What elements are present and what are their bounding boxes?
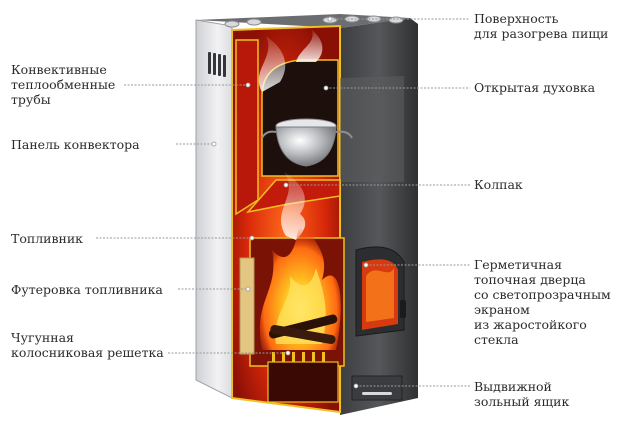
label-ash-drawer: Выдвижной зольный ящик bbox=[474, 379, 570, 409]
firebox-door bbox=[355, 246, 406, 337]
burner-icon bbox=[246, 18, 262, 26]
ash-drawer bbox=[351, 375, 403, 401]
label-convective-pipes: Конвективные теплообменные трубы bbox=[11, 62, 116, 107]
label-hood: Колпак bbox=[474, 177, 523, 192]
convective-pipes bbox=[235, 39, 259, 216]
leader-lines bbox=[96, 16, 470, 389]
label-firebox: Топливник bbox=[11, 231, 83, 246]
firebox-lining bbox=[239, 257, 255, 355]
label-cast-iron-grate: Чугунная колосниковая решетка bbox=[11, 330, 164, 360]
label-convector-panel: Панель конвектора bbox=[11, 137, 140, 152]
label-heating-surface: Поверхность для разогрева пищи bbox=[474, 11, 609, 41]
label-firebox-door: Герметичная топочная дверца со светопроз… bbox=[474, 257, 611, 347]
drawer-handle-icon bbox=[362, 392, 392, 395]
door-handle-icon bbox=[400, 300, 406, 318]
vent-slots-icon bbox=[208, 52, 226, 77]
flames bbox=[259, 214, 341, 350]
label-firebox-lining: Футеровка топливника bbox=[11, 282, 163, 297]
label-open-oven: Открытая духовка bbox=[474, 80, 596, 95]
pot-icon bbox=[261, 118, 353, 167]
convector-panel bbox=[195, 19, 233, 399]
ash-pit bbox=[267, 361, 339, 403]
burner-icon bbox=[224, 20, 240, 28]
burner-icon bbox=[388, 16, 404, 24]
grate-icon bbox=[272, 352, 325, 362]
